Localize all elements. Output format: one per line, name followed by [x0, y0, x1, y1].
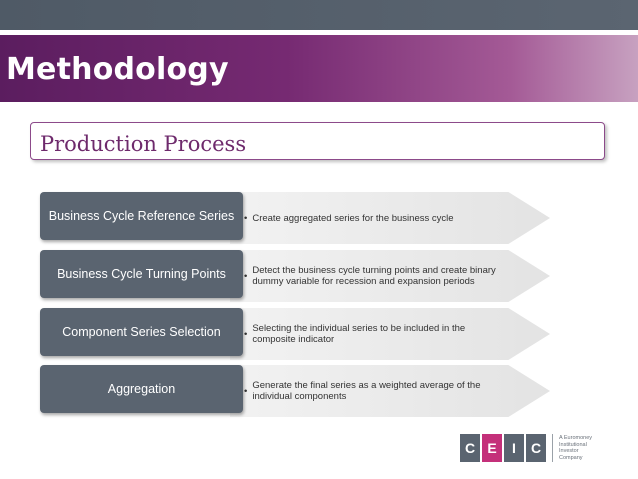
step-description-text: Detect the business cycle turning points… — [252, 265, 496, 287]
step-label: Business Cycle Turning Points — [40, 250, 243, 298]
step-label: Business Cycle Reference Series — [40, 192, 243, 240]
subtitle-box: Production Process — [30, 122, 605, 160]
step-arrow: • Generate the final series as a weighte… — [230, 365, 550, 417]
logo-letter: C — [460, 434, 480, 462]
step-arrow: • Selecting the individual series to be … — [230, 308, 550, 360]
slide-title: Methodology — [6, 52, 229, 87]
process-step-4: • Generate the final series as a weighte… — [40, 365, 550, 417]
title-band — [0, 35, 638, 102]
step-arrow: • Create aggregated series for the busin… — [230, 192, 550, 244]
bullet-icon: • — [244, 212, 248, 224]
step-description-text: Selecting the individual series to be in… — [252, 323, 466, 345]
logo-tagline: A Euromoney Institutional Investor Compa… — [559, 435, 593, 461]
logo-letter: I — [504, 434, 524, 462]
step-label: Aggregation — [40, 365, 243, 413]
step-description-text: Generate the final series as a weighted … — [252, 380, 481, 402]
step-description-text: Create aggregated series for the busines… — [252, 212, 454, 224]
process-step-2: • Detect the business cycle turning poin… — [40, 250, 550, 302]
step-description: • Detect the business cycle turning poin… — [244, 250, 509, 302]
logo-letter: E — [482, 434, 502, 462]
logo-divider — [552, 434, 553, 462]
ceic-logo: C E I C A Euromoney Institutional Invest… — [460, 434, 603, 462]
bullet-icon: • — [244, 385, 248, 397]
step-description: • Create aggregated series for the busin… — [244, 192, 509, 244]
logo-letter: C — [526, 434, 546, 462]
bullet-icon: • — [244, 270, 248, 282]
process-step-1: • Create aggregated series for the busin… — [40, 192, 550, 244]
step-description: • Generate the final series as a weighte… — [244, 365, 509, 417]
slide-subtitle: Production Process — [40, 132, 247, 156]
step-arrow: • Detect the business cycle turning poin… — [230, 250, 550, 302]
bullet-icon: • — [244, 328, 248, 340]
step-label: Component Series Selection — [40, 308, 243, 356]
process-step-3: • Selecting the individual series to be … — [40, 308, 550, 360]
top-bar — [0, 0, 638, 30]
step-description: • Selecting the individual series to be … — [244, 308, 509, 360]
